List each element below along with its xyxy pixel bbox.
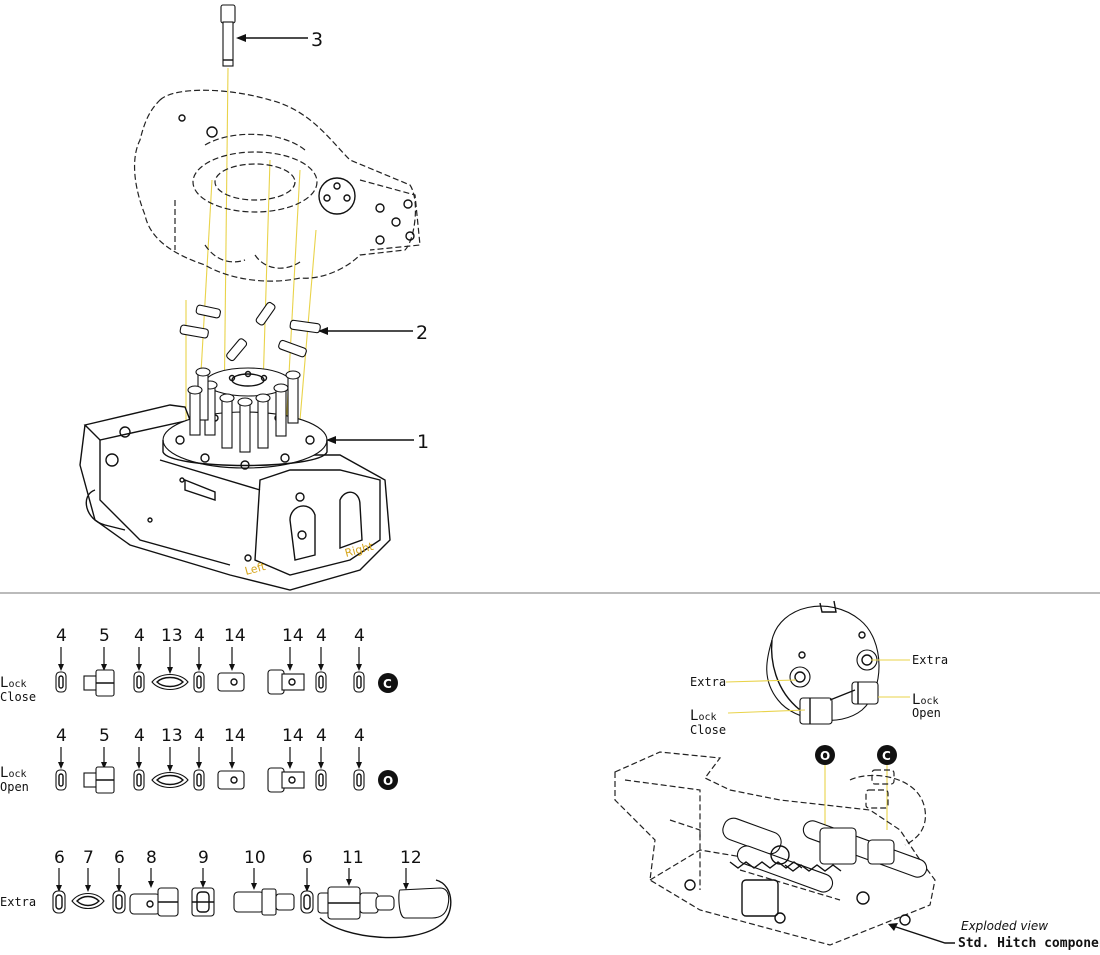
- svg-text:14: 14: [282, 726, 304, 746]
- close-label-initial: L: [0, 675, 8, 691]
- svg-text:Lock: Lock: [912, 692, 939, 708]
- base-pins: [187, 367, 301, 453]
- lock-close-initial: L: [690, 708, 698, 724]
- lock-open-initial: L: [912, 692, 920, 708]
- lock-open-sub: Open: [912, 706, 941, 720]
- svg-text:6: 6: [302, 848, 313, 868]
- svg-text:12: 12: [400, 848, 422, 868]
- svg-text:5: 5: [99, 626, 110, 646]
- svg-text:14: 14: [224, 626, 246, 646]
- svg-text:4: 4: [134, 626, 145, 646]
- extra-parts: [52, 879, 452, 939]
- svg-text:13: 13: [161, 726, 183, 746]
- close-label-sub: Close: [0, 690, 36, 704]
- svg-text:4: 4: [194, 626, 205, 646]
- svg-text:8: 8: [146, 848, 157, 868]
- open-label-initial: L: [0, 765, 8, 781]
- svg-text:1: 1: [417, 431, 429, 453]
- svg-text:7: 7: [83, 848, 94, 868]
- lock-close-row: Lock Close 4 5 4 13 4 14 14 4 4: [0, 626, 398, 704]
- exploded-caption: Exploded view: [961, 919, 1048, 933]
- extra-right-label: Extra: [912, 653, 948, 667]
- open-parts: [55, 766, 365, 794]
- close-badge: [378, 673, 398, 693]
- extra-left-label: Extra: [690, 675, 726, 689]
- svg-text:4: 4: [194, 726, 205, 746]
- svg-text:6: 6: [114, 848, 125, 868]
- svg-text:4: 4: [316, 726, 327, 746]
- callout-3: 3: [236, 29, 323, 51]
- svg-text:4: 4: [56, 726, 67, 746]
- svg-text:C: C: [383, 677, 392, 691]
- open-label-rest: ock: [8, 769, 26, 780]
- left-side-label: Left: [243, 560, 267, 578]
- svg-text:Lock: Lock: [690, 708, 717, 724]
- exploded-title: Std. Hitch components: [958, 936, 1100, 951]
- lock-open-row: Lock Open 4 5 4 13 4 14 14 4 4: [0, 726, 398, 794]
- svg-text:10: 10: [244, 848, 266, 868]
- badge-o: [815, 745, 835, 765]
- svg-text:Lock: Lock: [0, 765, 27, 781]
- close-parts: [55, 669, 365, 697]
- cylinder-detail: Extra Extra Lock Open Lock Close: [690, 600, 948, 737]
- open-label-sub: Open: [0, 780, 29, 794]
- right-side-label: Right: [343, 540, 375, 560]
- svg-text:5: 5: [99, 726, 110, 746]
- svg-text:O: O: [820, 749, 830, 763]
- lock-close-rest: ock: [698, 712, 716, 723]
- badge-c: [877, 745, 897, 765]
- svg-text:9: 9: [198, 848, 209, 868]
- svg-text:14: 14: [282, 626, 304, 646]
- extra-row-label: Extra: [0, 895, 36, 909]
- open-badge: [378, 770, 398, 790]
- extra-row: Extra 6 7 6 8 9 10 6 11 12: [0, 848, 452, 939]
- lock-open-rest: ock: [920, 696, 938, 707]
- svg-text:4: 4: [354, 726, 365, 746]
- svg-text:O: O: [383, 774, 393, 788]
- svg-text:4: 4: [134, 726, 145, 746]
- key-parts-2: [179, 301, 321, 362]
- svg-text:4: 4: [316, 626, 327, 646]
- svg-text:C: C: [882, 749, 891, 763]
- svg-text:14: 14: [224, 726, 246, 746]
- svg-text:11: 11: [342, 848, 364, 868]
- callout-1: 1: [326, 431, 429, 453]
- exploded-hitch: O C Exploded view Std. Hitch components: [614, 745, 1100, 951]
- base-unit-part-1: Left Right: [79, 367, 391, 591]
- svg-text:6: 6: [54, 848, 65, 868]
- upper-housing: [134, 89, 421, 282]
- bolt-part-3: [220, 4, 236, 67]
- svg-text:Lock: Lock: [0, 675, 27, 691]
- callout-2: 2: [318, 322, 428, 344]
- close-label-rest: ock: [8, 679, 26, 690]
- svg-text:4: 4: [354, 626, 365, 646]
- svg-text:13: 13: [161, 626, 183, 646]
- top-assembly: Left Right 3 2 1: [79, 4, 429, 591]
- svg-text:2: 2: [416, 322, 428, 344]
- svg-text:4: 4: [56, 626, 67, 646]
- svg-text:3: 3: [311, 29, 323, 51]
- lock-close-sub: Close: [690, 723, 726, 737]
